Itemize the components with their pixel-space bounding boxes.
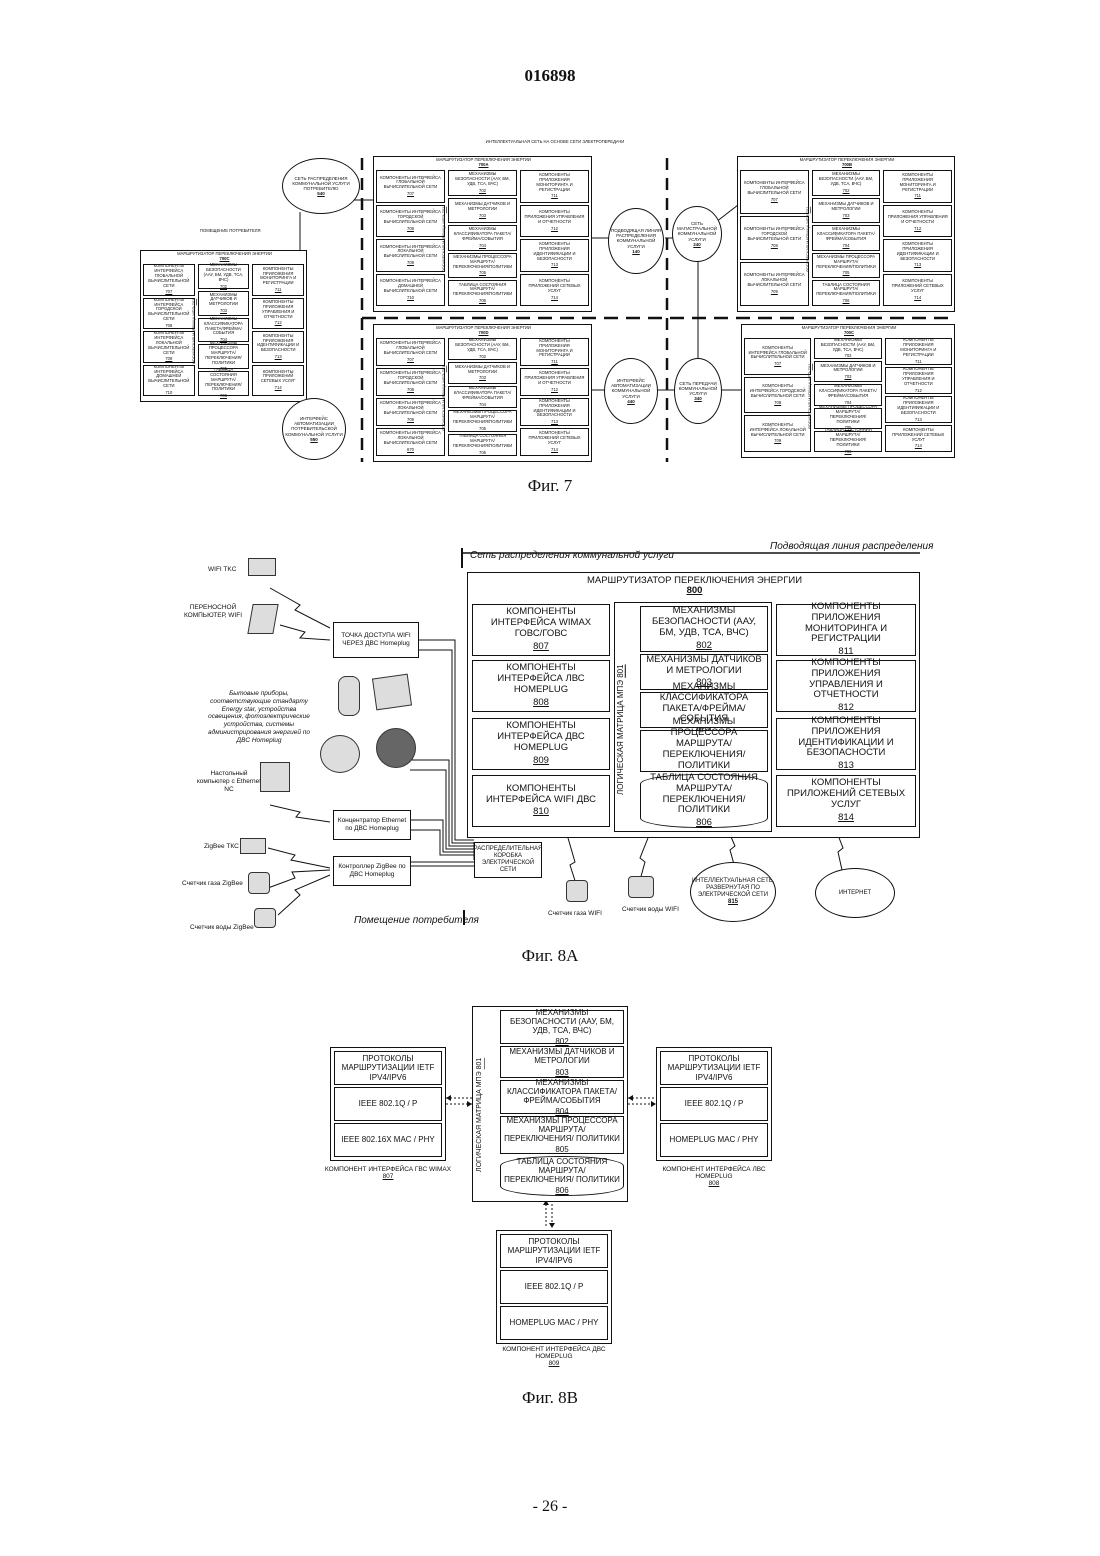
fig8b-mid-4: ТАБЛИЦА СОСТОЯНИЯ МАРШРУТА/ПЕРЕКЛЮЧЕНИЯ/… bbox=[500, 1156, 624, 1196]
fig8b-mid-4-label: ТАБЛИЦА СОСТОЯНИЯ МАРШРУТА/ПЕРЕКЛЮЧЕНИЯ/… bbox=[504, 1157, 620, 1185]
fig8b-mid-1-label: МЕХАНИЗМЫ ДАТЧИКОВ И МЕТРОЛОГИИ bbox=[504, 1047, 620, 1065]
fig8b-mid-3: МЕХАНИЗМЫ ПРОЦЕССОРА МАРШРУТА/ПЕРЕКЛЮЧЕН… bbox=[500, 1116, 624, 1154]
fig8b-stack-1-layer-2: HOMEPLUG MAC / PHY bbox=[660, 1123, 768, 1157]
fig8b-mid-0: МЕХАНИЗМЫ БЕЗОПАСНОСТИ (ААУ, БМ, УДВ, ТС… bbox=[500, 1010, 624, 1044]
fig8b-stack-0-caption: КОМПОНЕНТ ИНТЕРФЕЙСА ГВС WIMAX807 bbox=[320, 1166, 456, 1180]
fig8b-mid-3-label: МЕХАНИЗМЫ ПРОЦЕССОРА МАРШРУТА/ПЕРЕКЛЮЧЕН… bbox=[504, 1116, 620, 1144]
fig8b-mid-3-number: 805 bbox=[555, 1145, 568, 1154]
fig8b-stack-2-layer-0: ПРОТОКОЛЫ МАРШРУТИЗАЦИИ IETF IPV4/IPV6 bbox=[500, 1234, 608, 1268]
fig8b-mid-1: МЕХАНИЗМЫ ДАТЧИКОВ И МЕТРОЛОГИИ 803 bbox=[500, 1046, 624, 1078]
page-number: - 26 - bbox=[0, 1498, 1100, 1516]
fig8b-stack-2-caption: КОМПОНЕНТ ИНТЕРФЕЙСА ДВС HOMEPLUG809 bbox=[486, 1346, 622, 1367]
fig8b-mid-2-label: МЕХАНИЗМЫ КЛАССИФИКАТОРА ПАКЕТА/ФРЕЙМА/С… bbox=[504, 1078, 620, 1106]
fig8b-mid-0-label: МЕХАНИЗМЫ БЕЗОПАСНОСТИ (ААУ, БМ, УДВ, ТС… bbox=[504, 1008, 620, 1036]
fig8b-stack-1-layer-1: IEEE 802.1Q / P bbox=[660, 1087, 768, 1121]
matrix-801-8b-label: ЛОГИЧЕСКАЯ МАТРИЦА МПЭ 801 bbox=[476, 1050, 483, 1180]
fig8b-caption: Фиг. 8В bbox=[0, 1388, 1100, 1408]
fig8b-stack-0-layer-2: IEEE 802.16x MAC / PHY bbox=[334, 1123, 442, 1157]
fig8b-mid-0-number: 802 bbox=[555, 1037, 568, 1046]
fig8b-stack-1-layer-0: ПРОТОКОЛЫ МАРШРУТИЗАЦИИ IETF IPV4/IPV6 bbox=[660, 1051, 768, 1085]
fig8b-mid-4-number: 806 bbox=[555, 1186, 568, 1195]
fig8b-stack-2-layer-2: HOMEPLUG MAC / PHY bbox=[500, 1306, 608, 1340]
fig8b-stack-0-layer-0: ПРОТОКОЛЫ МАРШРУТИЗАЦИИ IETF IPV4/IPV6 bbox=[334, 1051, 442, 1085]
fig8b-stack-0-layer-1: IEEE 802.1Q / P bbox=[334, 1087, 442, 1121]
fig8b-stack-2-layer-1: IEEE 802.1Q / P bbox=[500, 1270, 608, 1304]
fig8b-mid-1-number: 803 bbox=[555, 1068, 568, 1077]
fig8b-mid-2: МЕХАНИЗМЫ КЛАССИФИКАТОРА ПАКЕТА/ФРЕЙМА/С… bbox=[500, 1080, 624, 1114]
fig8b-stack-1-caption: КОМПОНЕНТ ИНТЕРФЕЙСА ЛВС HOMEPLUG808 bbox=[646, 1166, 782, 1187]
